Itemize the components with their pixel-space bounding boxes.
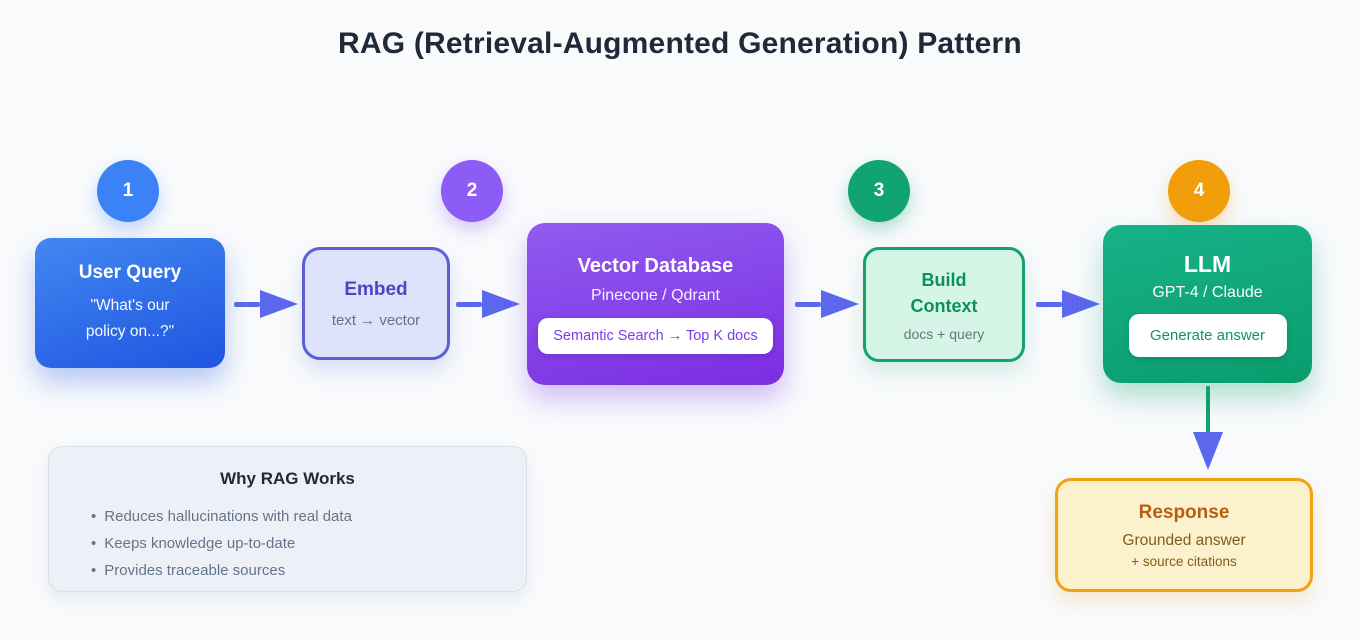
arrow-right-icon [795, 290, 859, 318]
page-title: RAG (Retrieval-Augmented Generation) Pat… [338, 27, 1022, 60]
arrow-shaft [456, 301, 482, 307]
arrow-head [821, 290, 859, 318]
arrow-shaft [795, 301, 821, 307]
list-item: • Reduces hallucinations with real data [91, 503, 526, 530]
list-item: • Keeps knowledge up-to-date [91, 530, 526, 557]
node-build-context-title: Build Context [910, 270, 978, 316]
arrow-shaft [1036, 301, 1062, 307]
step-badge-4: 4 [1168, 160, 1230, 222]
node-embed-title: Embed [344, 278, 408, 300]
node-llm-subtitle: GPT-4 / Claude [1152, 284, 1263, 301]
bullet-icon: • [91, 535, 97, 552]
arrow-right-icon [234, 290, 298, 318]
step-number: 4 [1193, 180, 1205, 201]
node-response: Response Grounded answer + source citati… [1055, 478, 1313, 592]
step-badge-1: 1 [97, 160, 159, 222]
step-badge-3: 3 [848, 160, 910, 222]
semantic-search-badge: Semantic Search → Top K docs [538, 317, 773, 354]
node-response-subtitle-2: + source citations [1131, 553, 1237, 569]
generate-answer-badge: Generate answer [1128, 314, 1287, 357]
why-rag-works-panel: Why RAG Works • Reduces hallucinations wi… [48, 446, 527, 592]
node-user-query: User Query "What's our policy on...?" [35, 238, 225, 368]
node-response-title: Response [1138, 501, 1230, 523]
arrow-right-icon [1036, 290, 1100, 318]
node-vector-database: Vector Database Pinecone / Qdrant Semant… [527, 223, 784, 385]
why-rag-works-list: • Reduces hallucinations with real data •… [49, 503, 526, 584]
node-build-context-subtitle: docs + query [903, 326, 985, 342]
node-vector-database-title: Vector Database [577, 254, 734, 277]
node-llm-title: LLM [1183, 251, 1232, 277]
arrow-head [1193, 432, 1223, 470]
node-llm: LLM GPT-4 / Claude Generate answer [1103, 225, 1312, 383]
bullet-icon: • [91, 562, 97, 579]
step-number: 2 [466, 180, 478, 201]
node-vector-database-subtitle: Pinecone / Qdrant [591, 286, 720, 304]
node-user-query-title: User Query [78, 261, 182, 283]
list-item-text: Keeps knowledge up-to-date [104, 535, 296, 552]
step-badge-2: 2 [441, 160, 503, 222]
list-item-text: Provides traceable sources [104, 562, 286, 579]
list-item: • Provides traceable sources [91, 557, 526, 584]
arrow-shaft [1206, 386, 1210, 432]
arrow-right-icon [456, 290, 520, 318]
arrow-shaft [234, 301, 260, 307]
node-response-subtitle-1: Grounded answer [1122, 531, 1246, 549]
arrow-head [260, 290, 298, 318]
node-user-query-subtitle: "What's our policy on...?" [85, 296, 175, 340]
arrow-head [482, 290, 520, 318]
arrow-head [1062, 290, 1100, 318]
arrow-down-icon [1192, 386, 1224, 470]
step-number: 1 [122, 180, 134, 201]
bullet-icon: • [91, 508, 97, 525]
list-item-text: Reduces hallucinations with real data [104, 508, 352, 525]
node-embed-subtitle: text → vector [331, 311, 421, 329]
step-number: 3 [873, 180, 885, 201]
node-embed: Embed text → vector [302, 247, 450, 360]
node-build-context: Build Context docs + query [863, 247, 1025, 362]
why-rag-works-title: Why RAG Works [220, 469, 355, 488]
